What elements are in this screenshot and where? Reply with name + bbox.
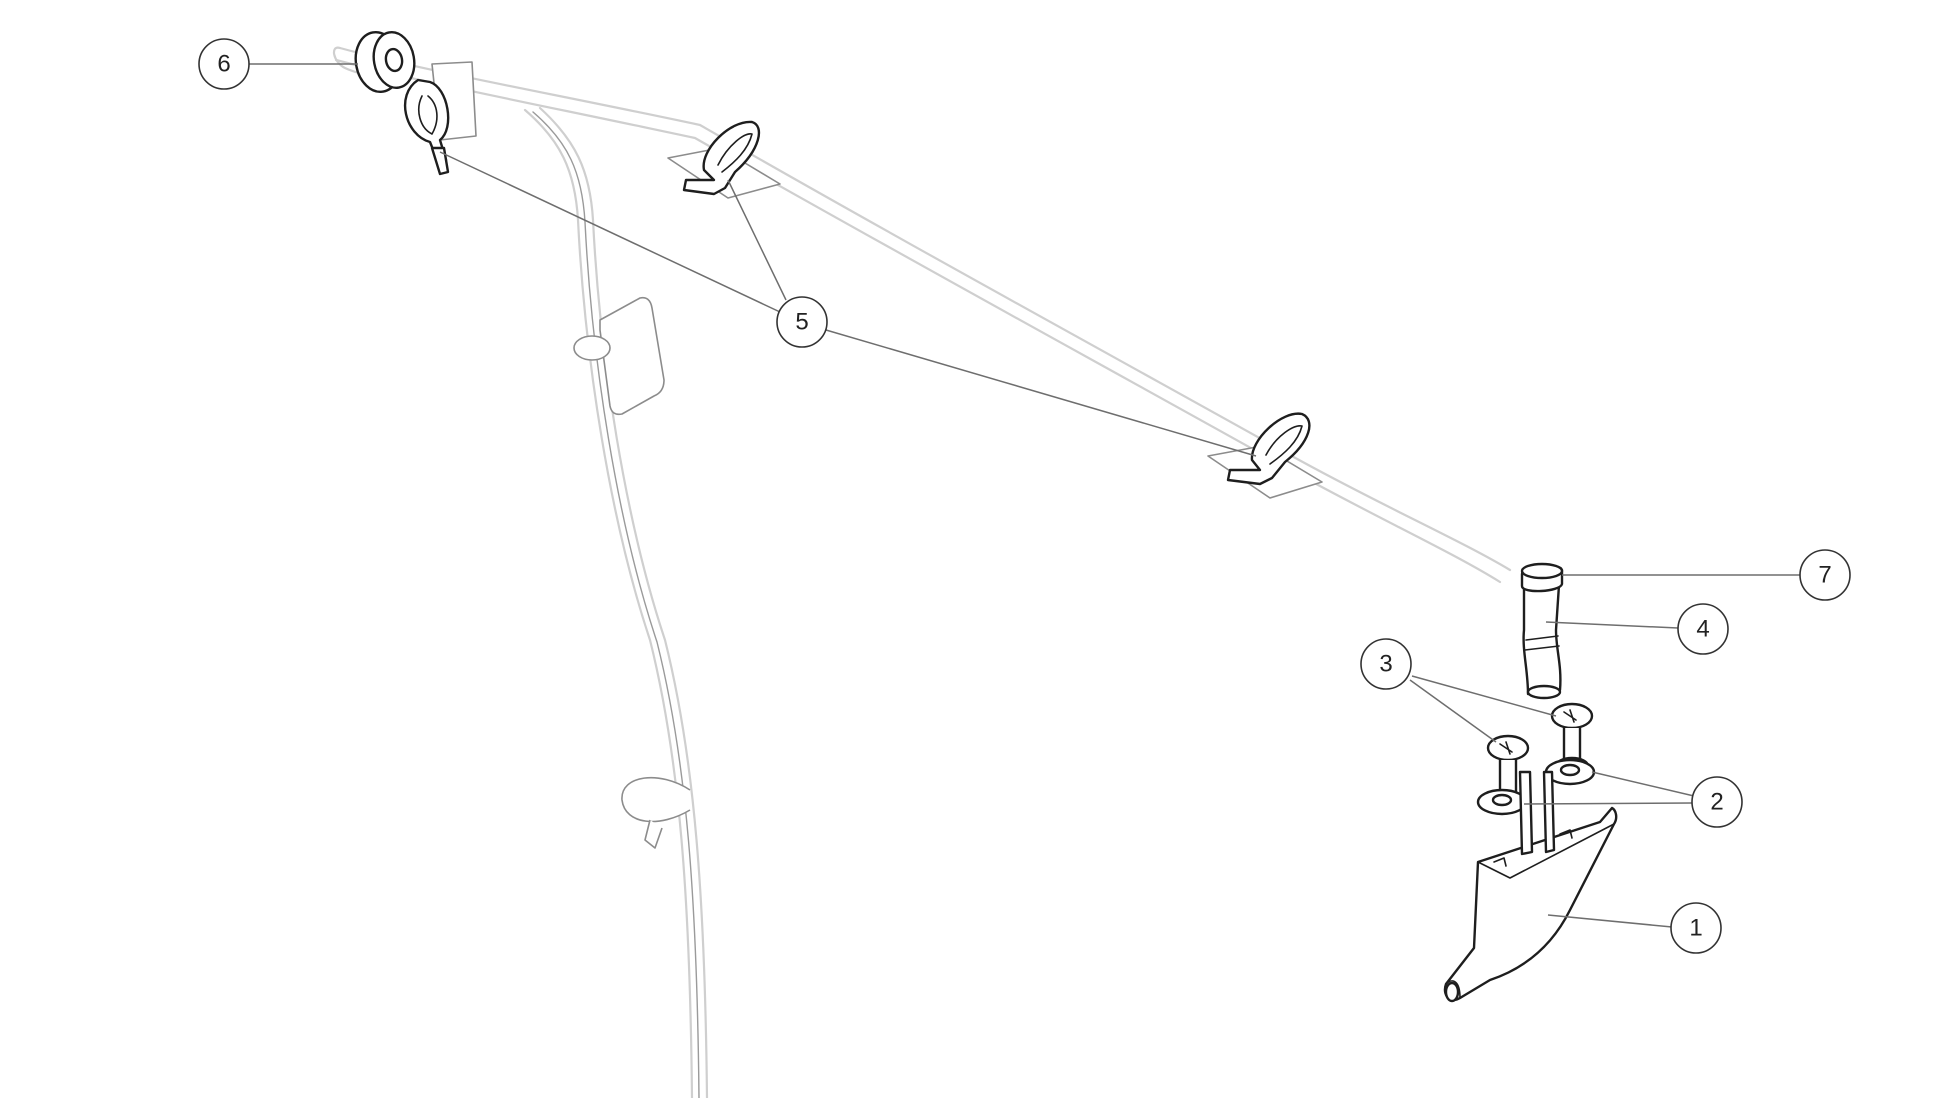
hose-vertical-left <box>523 108 694 1098</box>
leader-2-right <box>1591 771 1695 797</box>
ghost-clip-vertical-upper <box>573 335 611 361</box>
leader-4 <box>1545 621 1679 629</box>
ghost-clip-vertical-lower <box>621 776 691 823</box>
callout-7-label: 7 <box>1818 562 1831 589</box>
callout-6: 6 <box>198 38 250 90</box>
leader-5-left <box>439 151 781 313</box>
washer-part-2-left <box>1476 788 1528 816</box>
hose-main-upper <box>338 46 1512 572</box>
callout-4: 4 <box>1677 603 1729 655</box>
leader-5-right <box>825 329 1257 457</box>
leader-2-left <box>1523 802 1693 805</box>
callout-6-label: 6 <box>217 51 230 78</box>
leader-3-right <box>1411 675 1557 717</box>
callout-4-label: 4 <box>1696 616 1709 643</box>
grommet-part-6 <box>354 31 416 93</box>
callout-3-label: 3 <box>1379 651 1392 678</box>
hose-connector-part-4 <box>1522 568 1562 700</box>
hose-end-part-7 <box>1520 562 1564 593</box>
hose-vertical-right <box>538 106 709 1098</box>
callout-1-label: 1 <box>1689 915 1702 942</box>
callout-2-label: 2 <box>1710 789 1723 816</box>
hose-vertical-shade <box>532 111 700 1098</box>
callout-7: 7 <box>1799 549 1851 601</box>
callout-5: 5 <box>776 296 828 348</box>
callout-3: 3 <box>1360 638 1412 690</box>
washer-hose-assembly <box>332 46 1512 1098</box>
ghost-clip-lower-tail <box>644 819 663 849</box>
leader-3-left <box>1409 679 1497 743</box>
leader-lines <box>249 63 1800 928</box>
hose-clip-part-5-middle <box>682 120 761 196</box>
callout-5-label: 5 <box>795 309 808 336</box>
mounting-plates <box>431 61 1323 499</box>
callout-2: 2 <box>1691 776 1743 828</box>
plate-vertical <box>599 296 665 416</box>
ghost-clips <box>573 335 691 849</box>
callout-1: 1 <box>1670 902 1722 954</box>
hose-clip-part-5-right <box>1226 412 1311 486</box>
hose-clip-part-5-left <box>403 78 450 176</box>
hose-main-lower <box>334 58 1502 584</box>
washer-nozzle-part-1 <box>1443 770 1618 1003</box>
leader-5-middle <box>727 179 787 301</box>
leader-1 <box>1547 914 1673 928</box>
